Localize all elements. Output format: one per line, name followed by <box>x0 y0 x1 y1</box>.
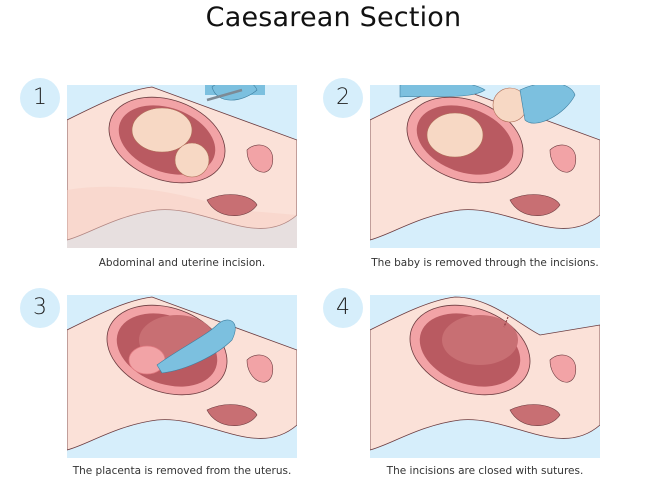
step-4-badge: 4 <box>323 288 363 328</box>
scalpel-icon <box>206 88 243 102</box>
glove-icon <box>156 319 236 374</box>
step-1-caption: Abdominal and uterine incision. <box>98 257 266 269</box>
step-3-illustration <box>67 295 297 458</box>
step-3-caption: The placenta is removed from the uterus. <box>72 465 292 477</box>
fetus-icon <box>131 107 193 153</box>
step-4-illustration <box>370 295 600 458</box>
suture-icon <box>503 316 509 328</box>
step-1-illustration <box>67 85 297 248</box>
glove-icon <box>399 85 486 98</box>
diagram-title: Caesarean Section <box>205 2 462 33</box>
step-4-caption: The incisions are closed with sutures. <box>386 465 584 477</box>
step-2-illustration <box>370 85 600 248</box>
step-3-badge: 3 <box>20 288 60 328</box>
step-2-caption: The baby is removed through the incision… <box>371 257 599 269</box>
glove-icon <box>519 85 576 124</box>
step-2-badge: 2 <box>323 78 363 118</box>
step-1-badge: 1 <box>20 78 60 118</box>
placenta-icon <box>128 345 166 375</box>
baby-icon <box>426 112 484 158</box>
